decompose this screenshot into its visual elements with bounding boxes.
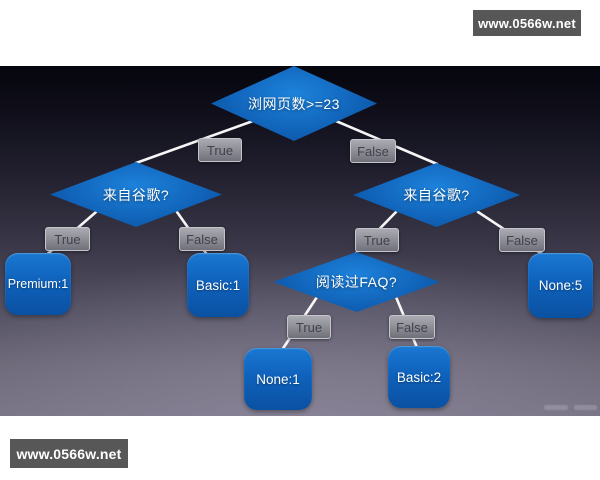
watermark-bottom-left: www.0566w.net <box>10 439 128 468</box>
leaf-node-basic-1: Basic:1 <box>187 253 249 317</box>
edge-label-root-true: True <box>198 138 242 162</box>
edge-label-root-false: False <box>350 139 396 163</box>
edge-root-true <box>134 119 255 165</box>
decision-node-right-google-label: 来自谷歌? <box>403 187 470 203</box>
edge-label-left-false: False <box>179 227 225 251</box>
faint-watermark <box>544 403 597 412</box>
edge-label-faq-true: True <box>287 315 331 339</box>
leaf-node-premium-1: Premium:1 <box>5 253 71 315</box>
decision-node-faq-label: 阅读过FAQ? <box>315 274 398 290</box>
leaf-node-basic-2: Basic:2 <box>388 346 450 408</box>
leaf-node-none-5: None:5 <box>528 253 593 318</box>
decision-node-left-google-label: 来自谷歌? <box>102 186 170 203</box>
watermark-top-right: www.0566w.net <box>473 10 581 36</box>
edge-label-right-true: True <box>355 228 399 252</box>
decision-node-root-label: 浏网页数>=23 <box>248 95 340 112</box>
decision-tree-diagram: 浏网页数>=23 来自谷歌? 来自谷歌? 阅读过FAQ? True False … <box>0 66 600 416</box>
edge-label-right-false: False <box>499 228 545 252</box>
leaf-node-none-1: None:1 <box>244 348 312 410</box>
edge-label-faq-false: False <box>389 315 435 339</box>
edge-label-left-true: True <box>45 227 90 251</box>
